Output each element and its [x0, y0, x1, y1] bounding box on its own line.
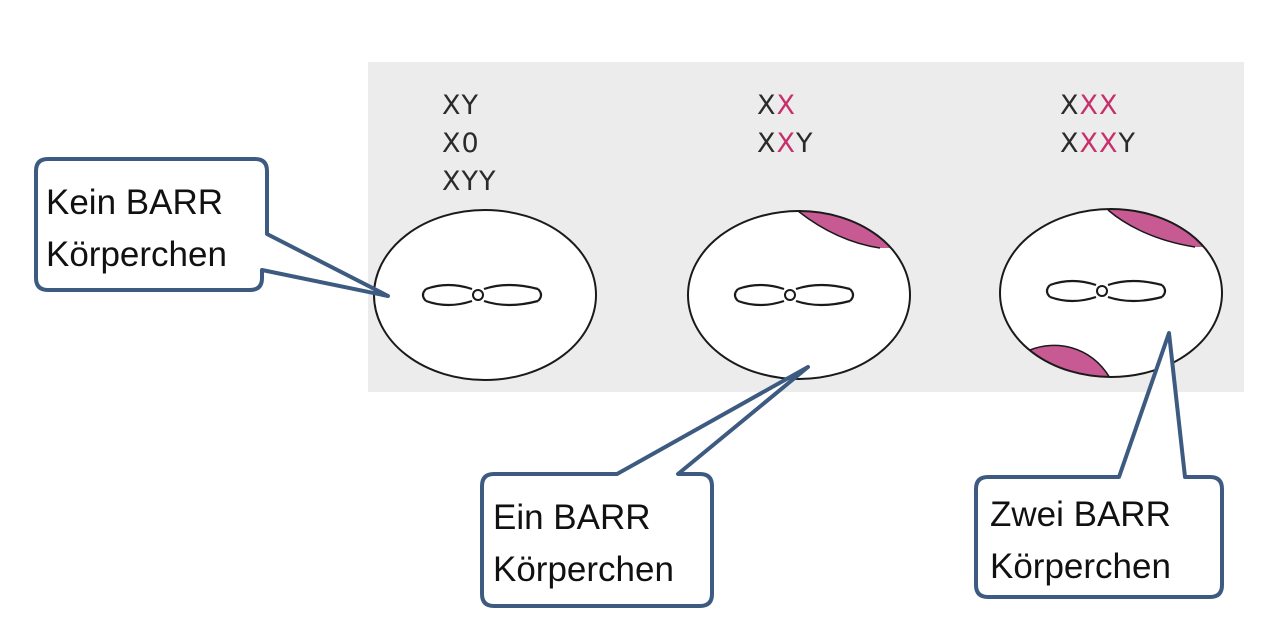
cell-1 [373, 209, 597, 381]
cell-membrane [999, 208, 1223, 378]
callout-1-bubble [34, 157, 390, 298]
cell-2 [687, 210, 911, 380]
callout-2-bubble [480, 365, 810, 608]
callout-line: Körperchen [46, 235, 227, 274]
genotype-label: XXXY [1060, 128, 1136, 159]
genotype-label: XYY [442, 166, 497, 197]
chromosome-icon [421, 283, 543, 307]
cell-3-genotypes: XXX XXXY [1060, 87, 1136, 163]
callout-line: Ein BARR [493, 498, 651, 537]
genotype-label: X0 [442, 128, 480, 159]
cell-3 [999, 208, 1223, 378]
callout-line: Körperchen [493, 550, 674, 589]
callout-line: Zwei BARR [990, 495, 1171, 534]
callout-line: Körperchen [990, 547, 1171, 586]
cell-membrane [373, 209, 597, 381]
callout-line: Kein BARR [46, 183, 224, 222]
genotype-label: XXX [1060, 90, 1119, 121]
cell-2-genotypes: XX XXY [757, 87, 814, 163]
genotype-label: XY [442, 90, 479, 121]
genotype-label: XX [757, 90, 796, 121]
cell-body [688, 211, 910, 379]
genotype-label: XXY [757, 128, 814, 159]
chromosome-icon [733, 283, 855, 307]
chromosome-icon [1045, 279, 1167, 303]
cell-1-genotypes: XY X0 XYY [442, 87, 496, 201]
cell-membrane [687, 210, 911, 380]
callout-3-text: Zwei BARR Körperchen [990, 489, 1171, 593]
callout-2-text: Ein BARR Körperchen [493, 492, 674, 596]
callout-3-bubble [974, 331, 1224, 599]
callout-1-text: Kein BARR Körperchen [46, 177, 227, 281]
